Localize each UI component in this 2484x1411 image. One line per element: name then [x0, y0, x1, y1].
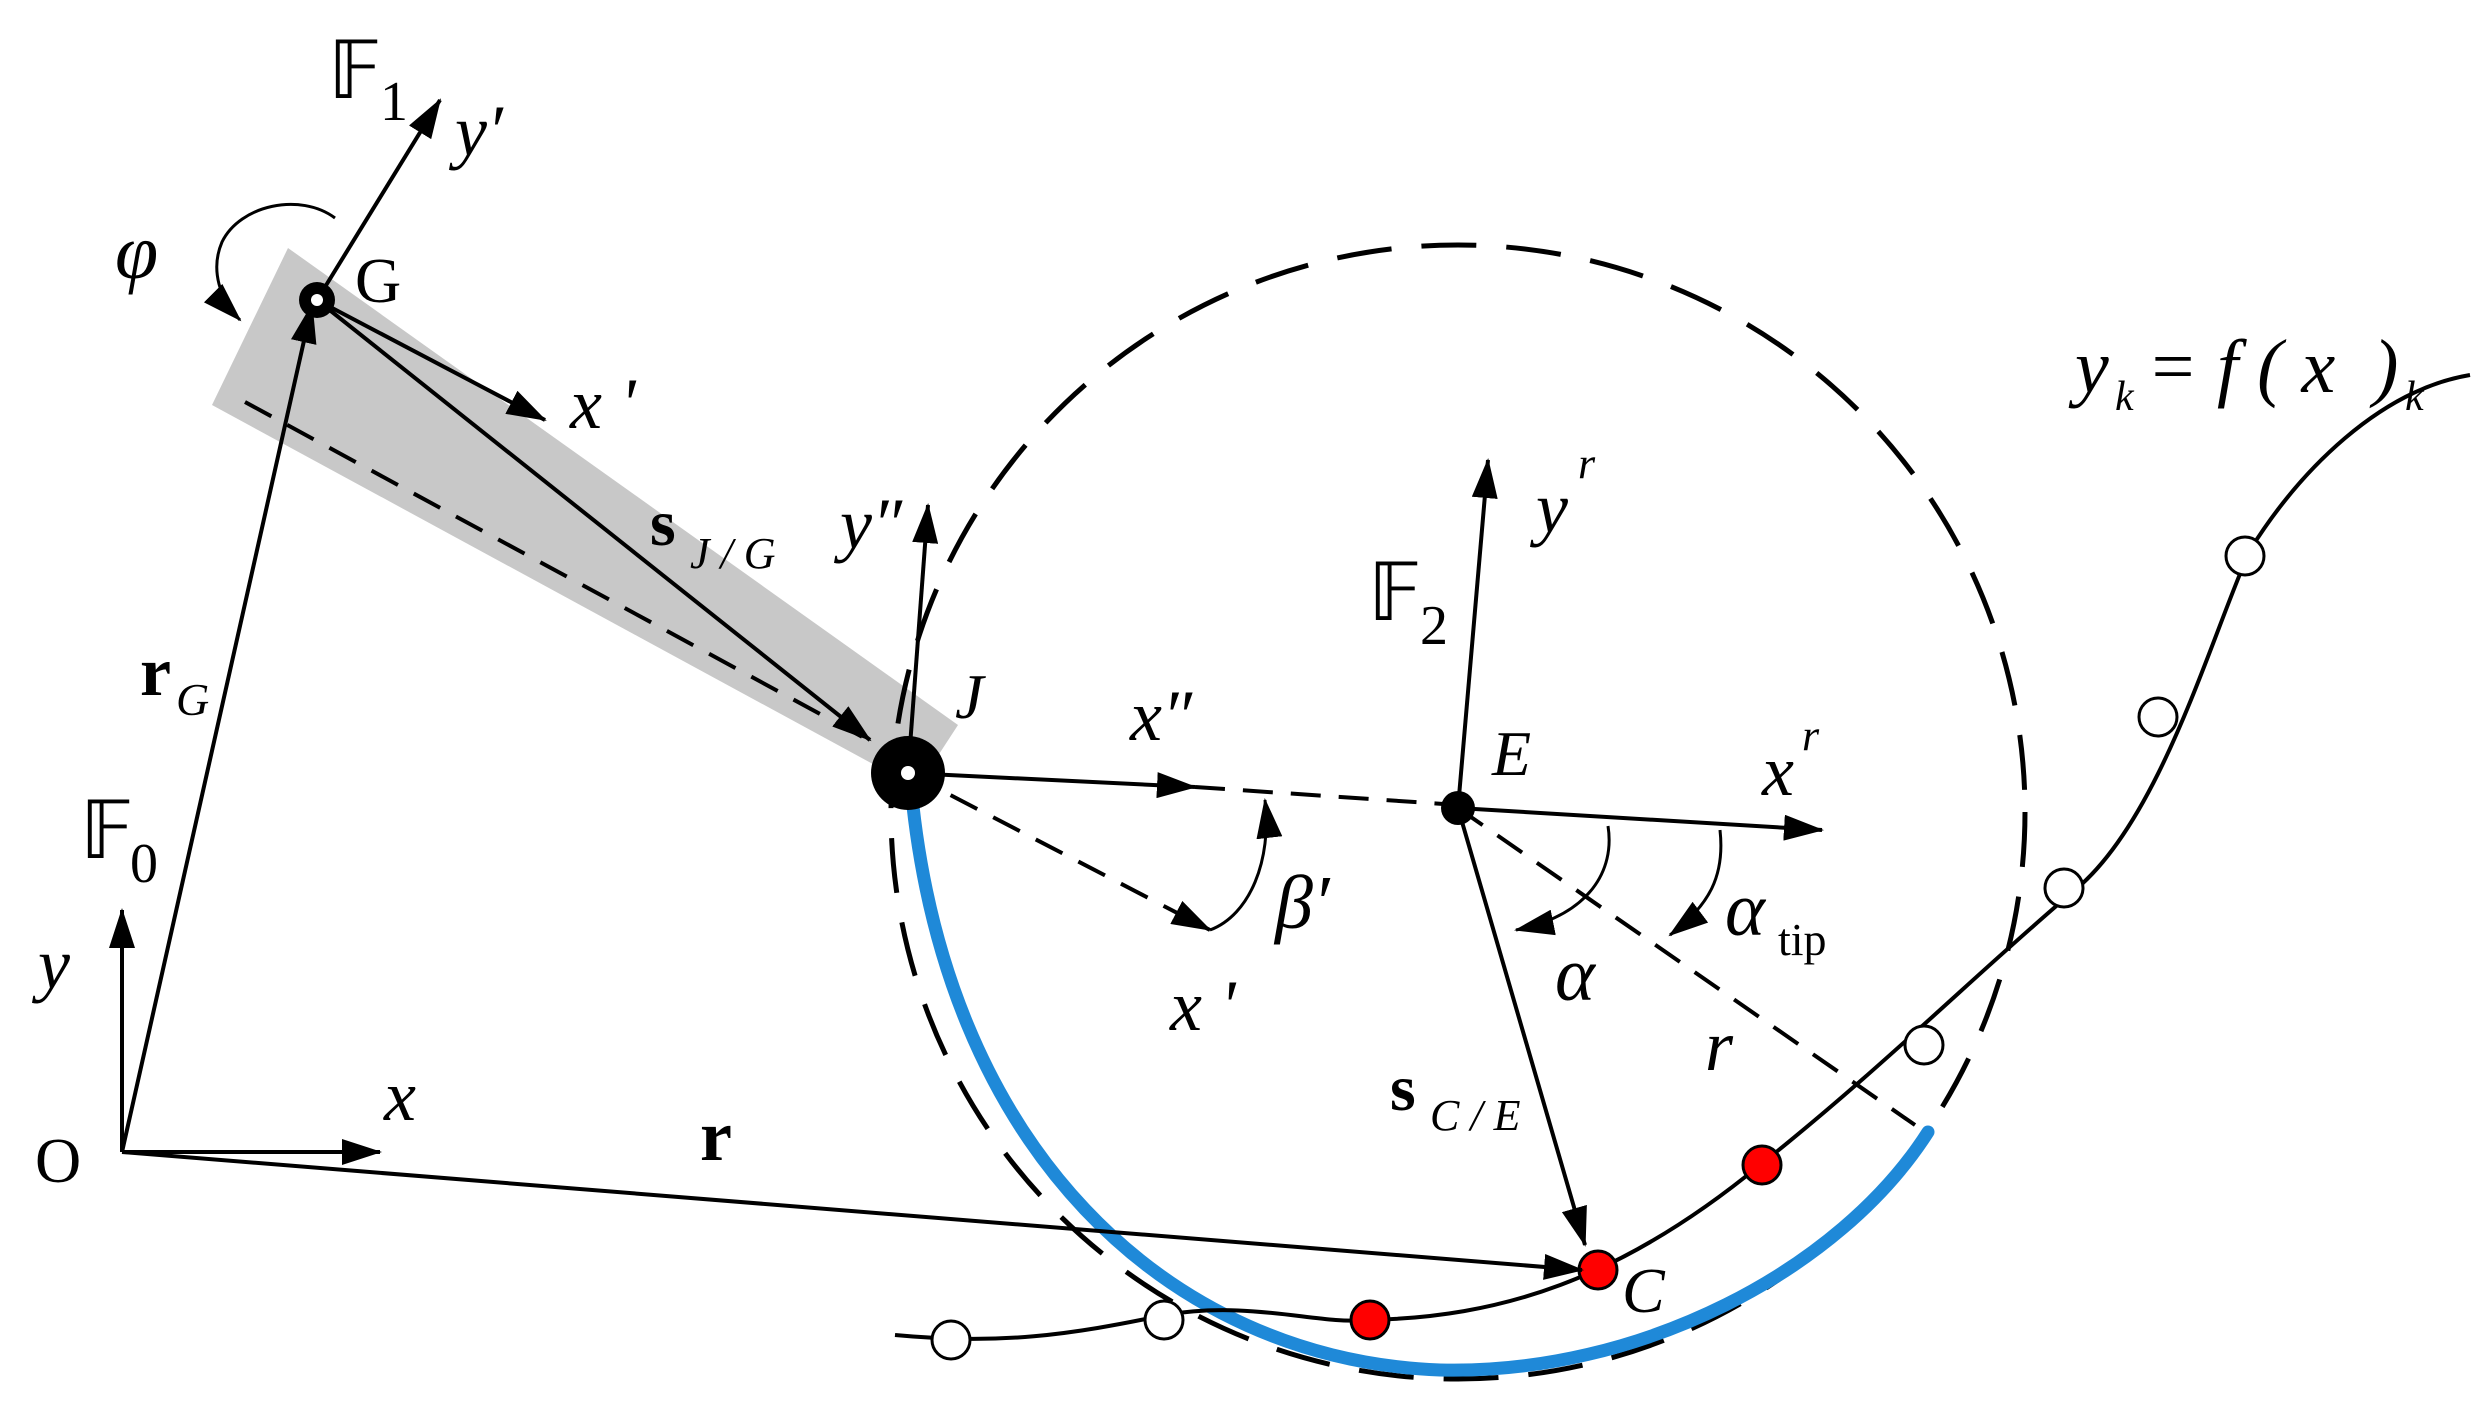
sJG-label-sub: J / G — [690, 529, 776, 578]
xdd-label: x″ — [1129, 676, 1193, 756]
contact-arc — [903, 768, 1935, 1377]
sCE-vector — [1456, 807, 1587, 1247]
J-E-dashed — [1194, 785, 1459, 807]
rG-label-main: r — [140, 634, 171, 711]
sCE-label-main: s — [1390, 1052, 1416, 1125]
equation-sub-1: k — [2115, 374, 2135, 420]
rG-label-sub: G — [176, 674, 209, 725]
rG-vector — [120, 303, 317, 1153]
sample-point — [2224, 535, 2266, 577]
wheel-dashed-circle — [888, 242, 2028, 1382]
sJG-vector — [315, 298, 872, 742]
r-vector — [121, 1150, 1584, 1280]
ydd-axis-J — [906, 503, 939, 774]
x-axis-label: x — [383, 1056, 416, 1136]
phi-label: φ — [115, 208, 158, 295]
terrain-curve — [894, 373, 2471, 1341]
xr-label-sup: r — [1802, 711, 1820, 760]
sample-point — [2137, 696, 2179, 738]
frame0-label: 𝔽 — [80, 784, 134, 877]
yprime-axis-G — [315, 98, 442, 302]
sCE-label-sub: C / E — [1430, 1091, 1521, 1140]
origin-label: O — [35, 1125, 81, 1196]
xr-axis-E — [1457, 806, 1824, 841]
alpha-arc — [1514, 825, 1611, 936]
frame2-sub: 2 — [1420, 595, 1448, 657]
link-axis-dashed — [244, 400, 869, 742]
xprime-low-label: x ' — [1169, 966, 1237, 1046]
frame1-sub: 1 — [380, 71, 408, 133]
joint-J-center — [901, 766, 915, 780]
phi-rotation-arc — [203, 202, 336, 322]
sample-point — [1903, 1024, 1945, 1066]
contact-point — [1741, 1144, 1783, 1186]
E-label: E — [1491, 718, 1531, 789]
alpha-tip-main: α — [1725, 868, 1767, 952]
sample-point — [1143, 1299, 1185, 1341]
frame2-label: 𝔽 — [1368, 546, 1422, 639]
C-label: C — [1622, 1255, 1666, 1326]
contact-points — [1349, 1144, 1783, 1341]
sample-point — [930, 1319, 972, 1361]
beta-arc — [1209, 798, 1283, 932]
yr-label-main: y — [1529, 468, 1568, 548]
alpha-tip-arc — [1668, 829, 1723, 937]
ydd-label: y″ — [833, 484, 903, 564]
yprime-top-label: y′ — [448, 91, 504, 171]
r-vector-label: r — [700, 1096, 732, 1176]
radius-label: r — [1705, 1006, 1734, 1086]
sample-point — [2043, 867, 2085, 909]
contact-point-C — [1577, 1249, 1619, 1291]
terrain-samples — [930, 535, 2266, 1361]
terrain-equation: y = f ( x ) — [2068, 325, 2398, 409]
beta-label: β′ — [1273, 861, 1331, 945]
alpha-label: α — [1555, 933, 1597, 1017]
sJG-label-main: s — [650, 487, 676, 560]
xprime-axis-G — [316, 298, 547, 422]
J-label: J — [955, 661, 986, 732]
alpha-tip-sub: tip — [1778, 914, 1827, 965]
G-label: G — [355, 245, 401, 316]
xr-label-main: x — [1761, 731, 1794, 811]
y-axis-label: y — [31, 924, 70, 1004]
equation-sub-2: k — [2405, 374, 2425, 420]
center-E — [1441, 791, 1475, 825]
contact-point — [1349, 1299, 1391, 1341]
frame0-sub: 0 — [130, 833, 158, 895]
radius-dashed — [1456, 806, 1917, 1127]
frame1-label: 𝔽 — [328, 24, 382, 117]
link-body — [212, 248, 958, 788]
xprime-dashed-J — [907, 771, 1212, 932]
joint-G-center — [311, 294, 323, 306]
xdd-axis-J — [907, 771, 1197, 799]
yr-axis-E — [1456, 458, 1498, 809]
xprime-top-label: x ' — [569, 364, 637, 444]
yr-label-sup: r — [1578, 439, 1596, 488]
